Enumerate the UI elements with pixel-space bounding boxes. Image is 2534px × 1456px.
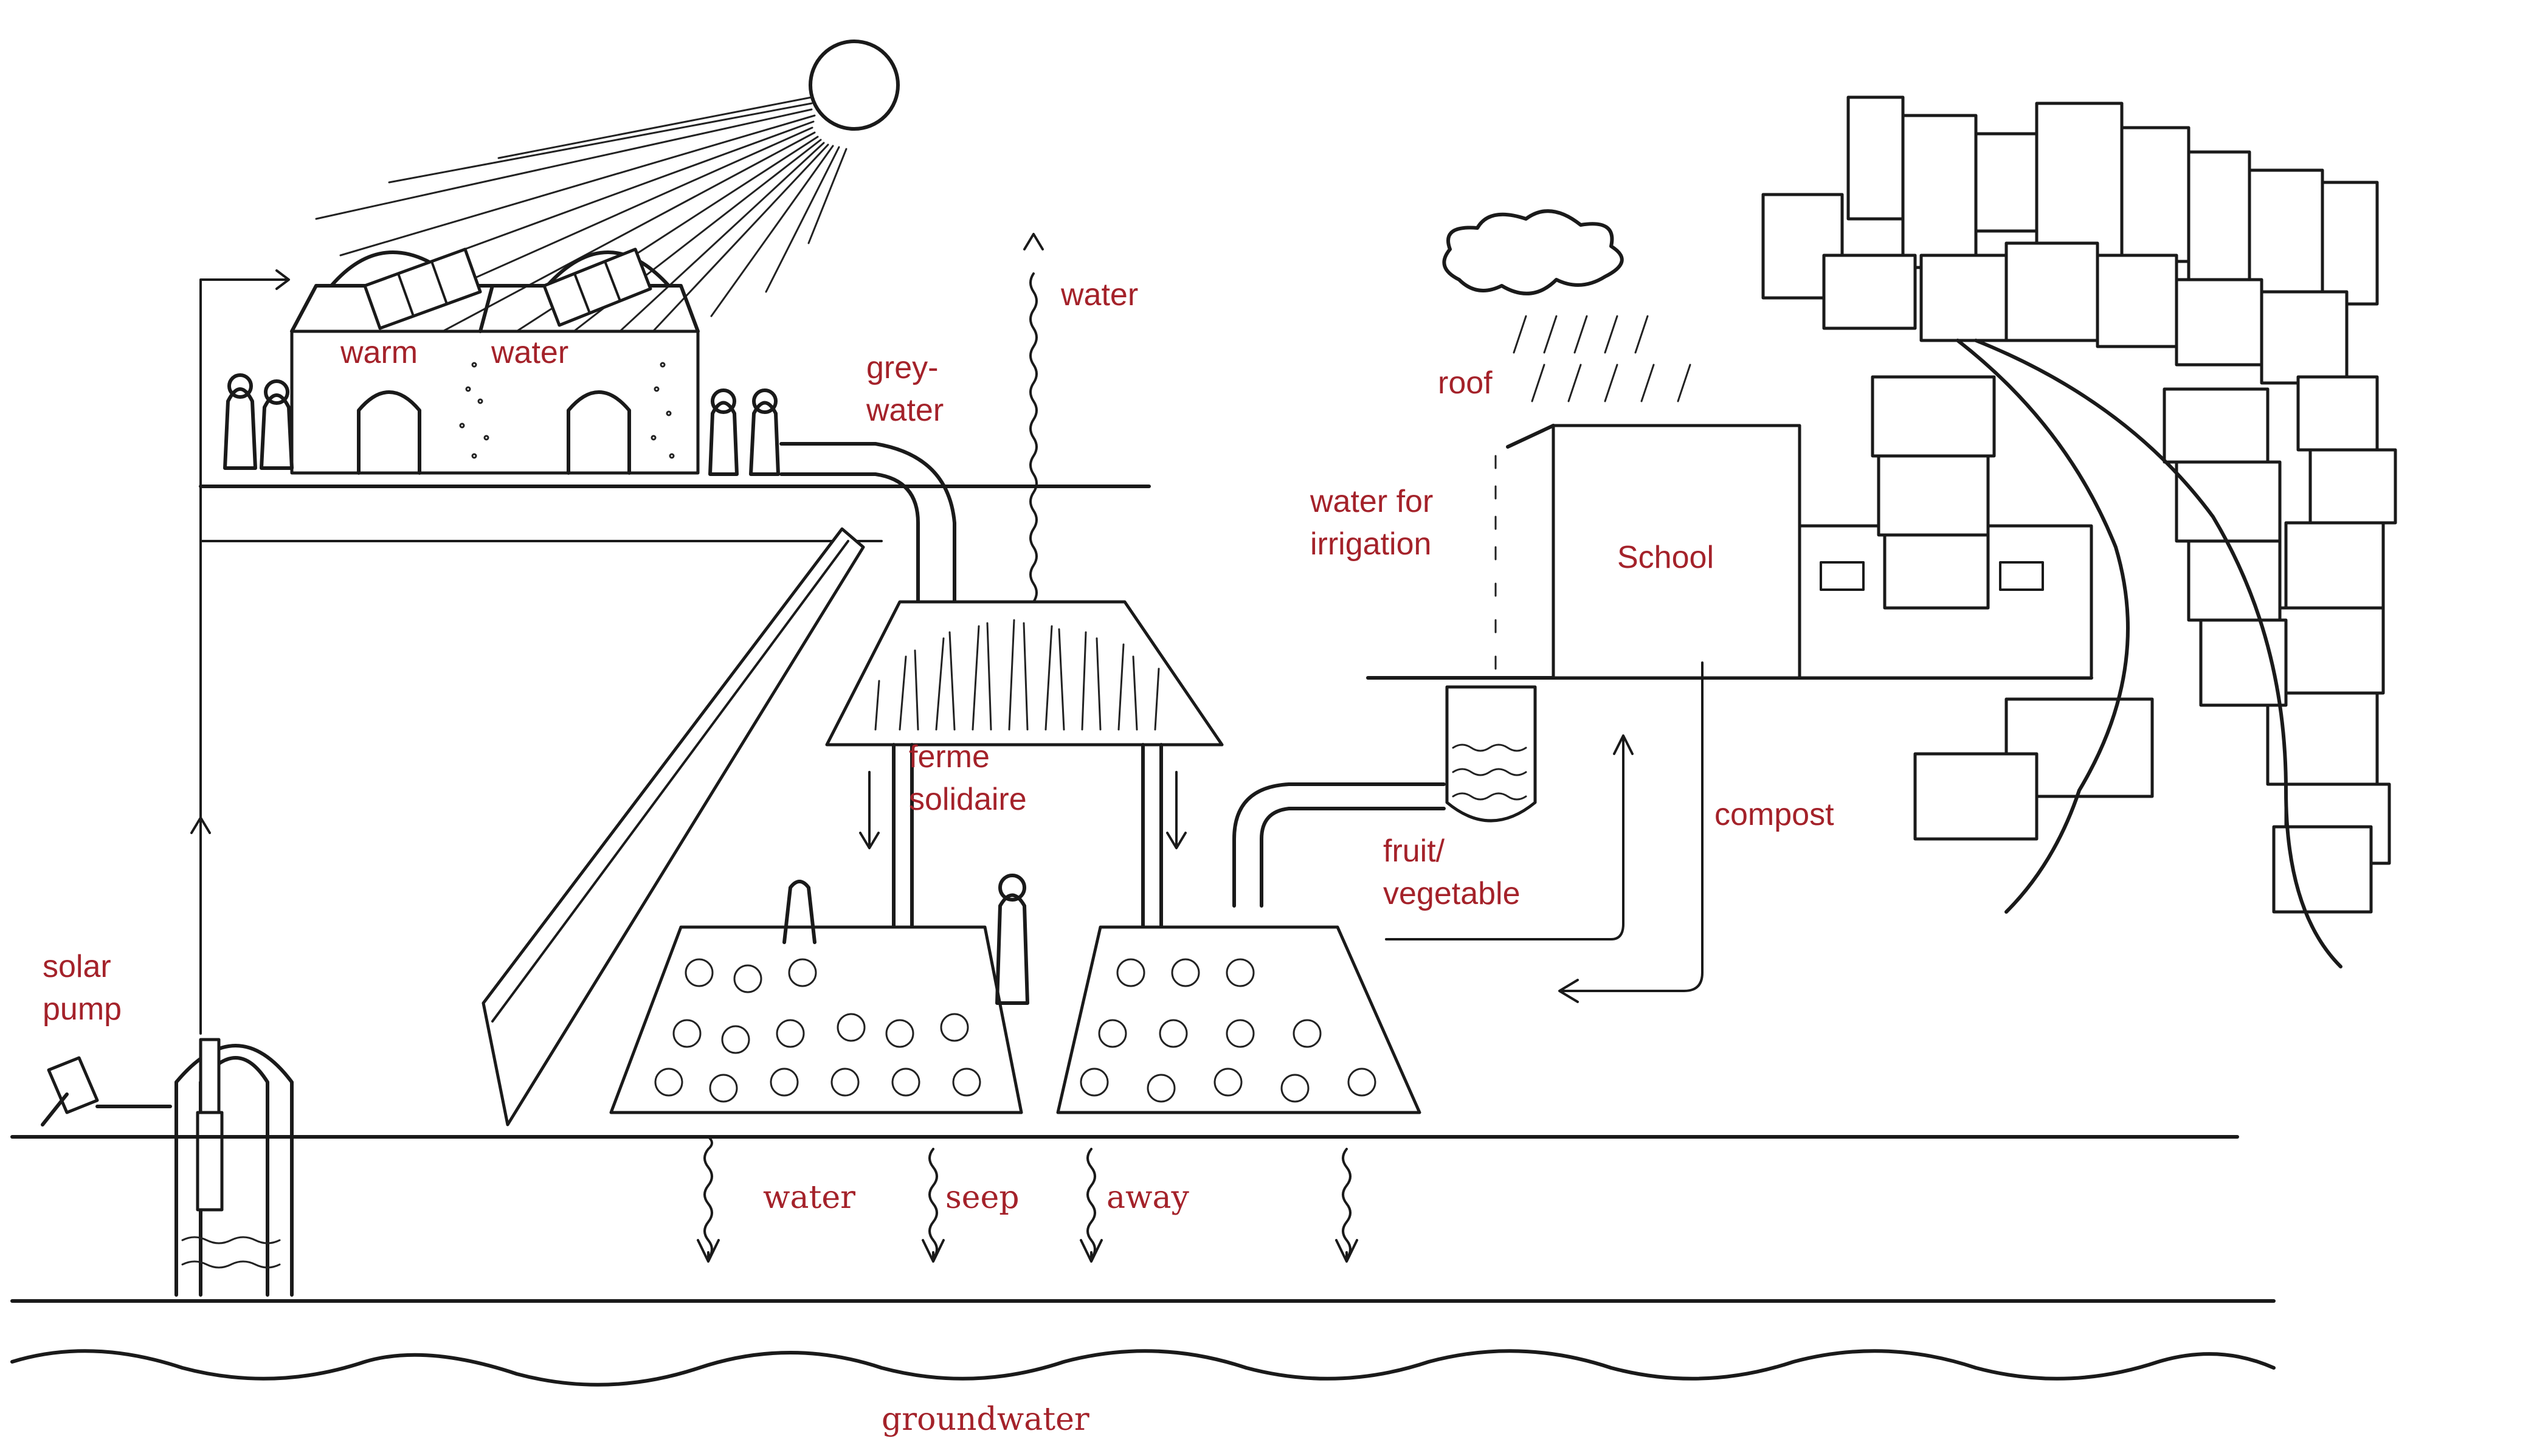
garden-beds <box>609 874 1421 1114</box>
brick-wall <box>482 527 865 1127</box>
rainwater-tank <box>1445 685 1537 823</box>
groundwater-layer <box>10 1299 2276 1387</box>
label-warm: warm <box>340 335 418 370</box>
irrigation-pipe <box>1232 782 1446 908</box>
label-groundwater: groundwater <box>882 1401 1089 1438</box>
label-seep: seep <box>945 1179 1020 1216</box>
solar-panel-icon <box>363 247 652 330</box>
seep-arrows <box>697 1136 1358 1263</box>
grey-water-pipe <box>779 442 956 604</box>
solar-pump <box>41 1038 294 1297</box>
house-with-solar-panels <box>290 247 700 475</box>
city-icon <box>1761 95 2397 914</box>
label-roof: roof <box>1438 365 1493 401</box>
person-icon <box>223 373 780 476</box>
label-water-house: water <box>491 335 569 370</box>
label-water-evaporation: water <box>1061 277 1139 312</box>
label-water-seep: water <box>763 1179 856 1216</box>
tree-icon <box>1956 339 2342 968</box>
pump-pipe <box>199 278 287 1035</box>
label-school: School <box>1617 540 1714 575</box>
label-ferme-solidaire: ferme solidaire <box>909 739 1027 817</box>
solar-panel-icon <box>41 1056 99 1127</box>
label-compost: compost <box>1714 797 1834 832</box>
label-fruit-vegetable: fruit/ vegetable <box>1383 833 1521 911</box>
cloud-icon <box>1442 209 1691 402</box>
label-away: away <box>1106 1179 1189 1216</box>
compost-arrow <box>1558 661 1704 1003</box>
label-solar-pump: solar pump <box>43 949 122 1027</box>
school-building <box>1506 424 2093 680</box>
ferme-solidaire-shelter <box>825 600 1224 932</box>
sun-icon <box>315 40 900 372</box>
produce-arrow <box>1385 734 1634 940</box>
label-grey-water: grey- water <box>866 350 944 428</box>
label-water-for-irrigation: water for irrigation <box>1310 484 1434 562</box>
